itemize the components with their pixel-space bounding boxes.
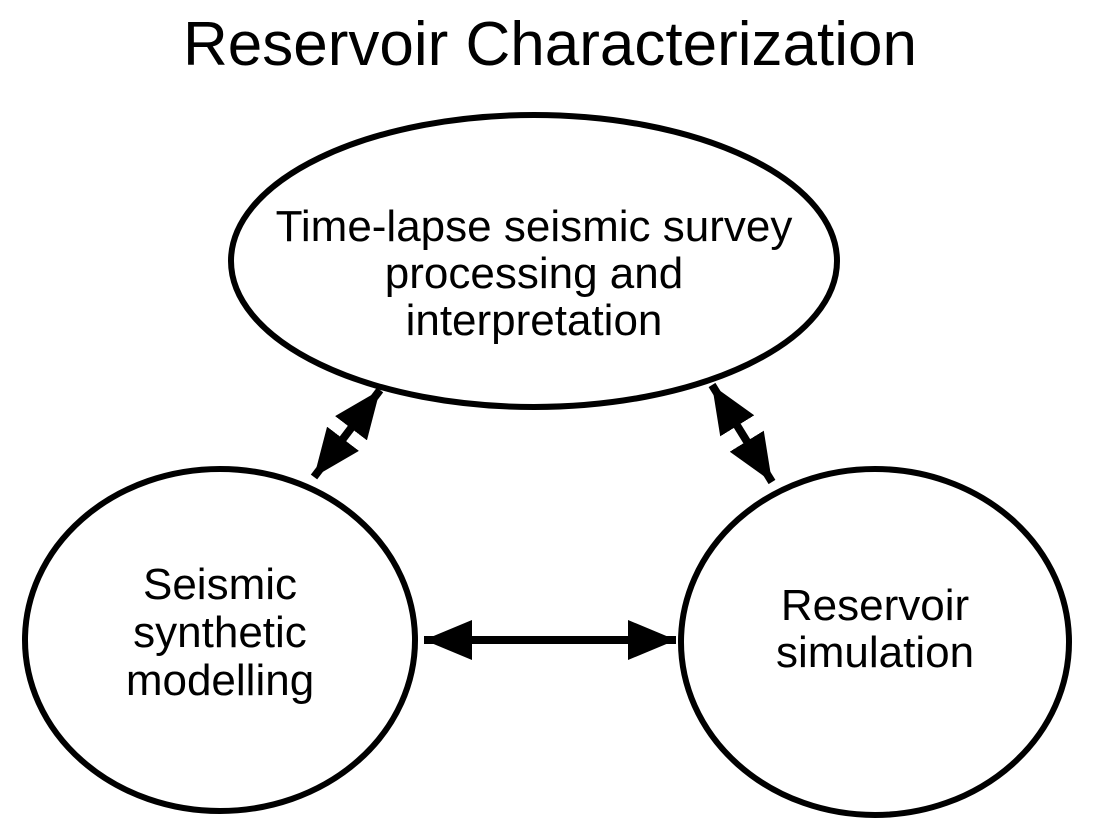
node-top-label-line: interpretation: [405, 296, 663, 345]
node-top-ellipse-outline: [228, 112, 840, 410]
arrow-top-to-left-bidirectional: [310, 387, 384, 480]
node-top-label-line: Time-lapse seismic survey: [275, 202, 793, 251]
node-top-label-line: processing and: [384, 249, 684, 298]
node-right-label: Reservoir simulation: [685, 582, 1065, 676]
node-right-circle-outline: [678, 466, 1072, 818]
diagram-title: Reservoir Characterization: [183, 10, 917, 79]
node-left-label-line: Seismic: [142, 560, 298, 609]
node-left-label-line: modelling: [125, 656, 315, 705]
node-top-label: Time-lapse seismic survey processing and…: [234, 203, 834, 344]
node-left-label: Seismic synthetic modelling: [25, 561, 415, 705]
node-right-label-line: Reservoir: [780, 581, 970, 630]
node-right-label-line: simulation: [775, 628, 975, 677]
node-left-label-line: synthetic: [133, 608, 307, 657]
node-left-circle-outline: [22, 466, 418, 814]
arrow-top-to-right-bidirectional: [708, 382, 776, 485]
